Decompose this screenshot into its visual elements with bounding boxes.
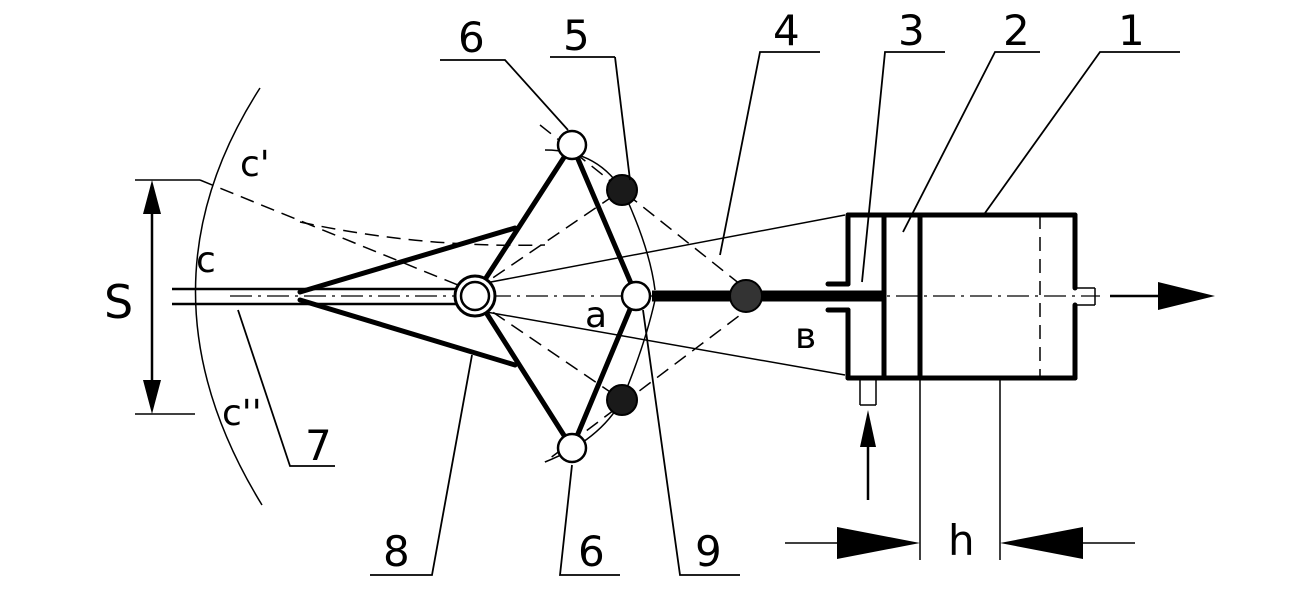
label-c: c bbox=[196, 240, 216, 281]
label-1: 1 bbox=[1118, 6, 1145, 55]
label-7: 7 bbox=[305, 421, 332, 470]
joint-a bbox=[620, 280, 652, 312]
swing-arc bbox=[194, 87, 263, 506]
rhombus-linkage bbox=[472, 142, 639, 451]
frame-8 bbox=[297, 225, 518, 368]
stroke-dimension-s bbox=[135, 179, 200, 415]
label-c-prime: c' bbox=[240, 144, 270, 185]
inlet-arrow bbox=[860, 410, 876, 500]
label-6-bottom: 6 bbox=[578, 527, 605, 576]
label-h: h bbox=[948, 516, 975, 565]
clearance-dimension-h bbox=[785, 378, 1135, 560]
output-arrow bbox=[1110, 282, 1215, 310]
weight-5-top bbox=[606, 174, 638, 206]
weight-rod bbox=[729, 279, 763, 313]
label-9: 9 bbox=[695, 527, 722, 576]
cylinder bbox=[825, 212, 1096, 406]
joints bbox=[453, 129, 763, 464]
guide-lines bbox=[474, 149, 846, 463]
label-4: 4 bbox=[773, 6, 800, 55]
label-b: в bbox=[795, 316, 816, 357]
label-2: 2 bbox=[1003, 6, 1030, 55]
label-8: 8 bbox=[383, 527, 410, 576]
label-a: a bbox=[585, 295, 607, 336]
weight-5-bottom bbox=[606, 384, 638, 416]
label-c-double-prime: c'' bbox=[222, 393, 262, 434]
leader-lines bbox=[237, 51, 1180, 576]
label-6-top: 6 bbox=[458, 13, 485, 62]
label-s: S bbox=[104, 275, 133, 329]
joint-bottom-6 bbox=[556, 432, 588, 464]
label-3: 3 bbox=[898, 6, 925, 55]
label-5: 5 bbox=[563, 11, 590, 60]
joint-top-6 bbox=[556, 129, 588, 161]
